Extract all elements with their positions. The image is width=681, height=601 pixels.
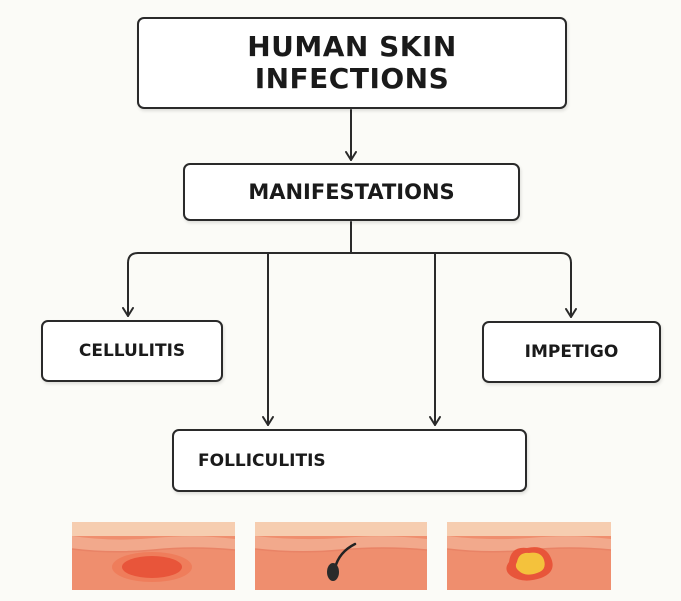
folliculitis-hair-follicle-icon: [255, 522, 427, 590]
node-cellulitis: CELLULITIS: [41, 320, 223, 382]
connector-branch-bar: [138, 253, 571, 263]
impetigo-label: IMPETIGO: [525, 342, 619, 362]
cellulitis-label: CELLULITIS: [79, 341, 185, 361]
node-impetigo: IMPETIGO: [482, 321, 661, 383]
node-manifestations: MANIFESTATIONS: [183, 163, 520, 221]
impetigo-pustule-icon: [447, 522, 611, 590]
connector-branch-left-corner: [128, 253, 138, 263]
folliculitis-label: FOLLICULITIS: [198, 451, 326, 471]
root-node-human-skin-infections: HUMAN SKIN INFECTIONS: [137, 17, 567, 109]
root-title-line1: HUMAN SKIN: [247, 31, 457, 63]
root-title-line2: INFECTIONS: [255, 63, 450, 95]
manifestations-label: MANIFESTATIONS: [248, 180, 454, 204]
node-folliculitis: FOLLICULITIS: [172, 429, 527, 492]
cellulitis-skin-illustration-icon: [72, 522, 235, 590]
